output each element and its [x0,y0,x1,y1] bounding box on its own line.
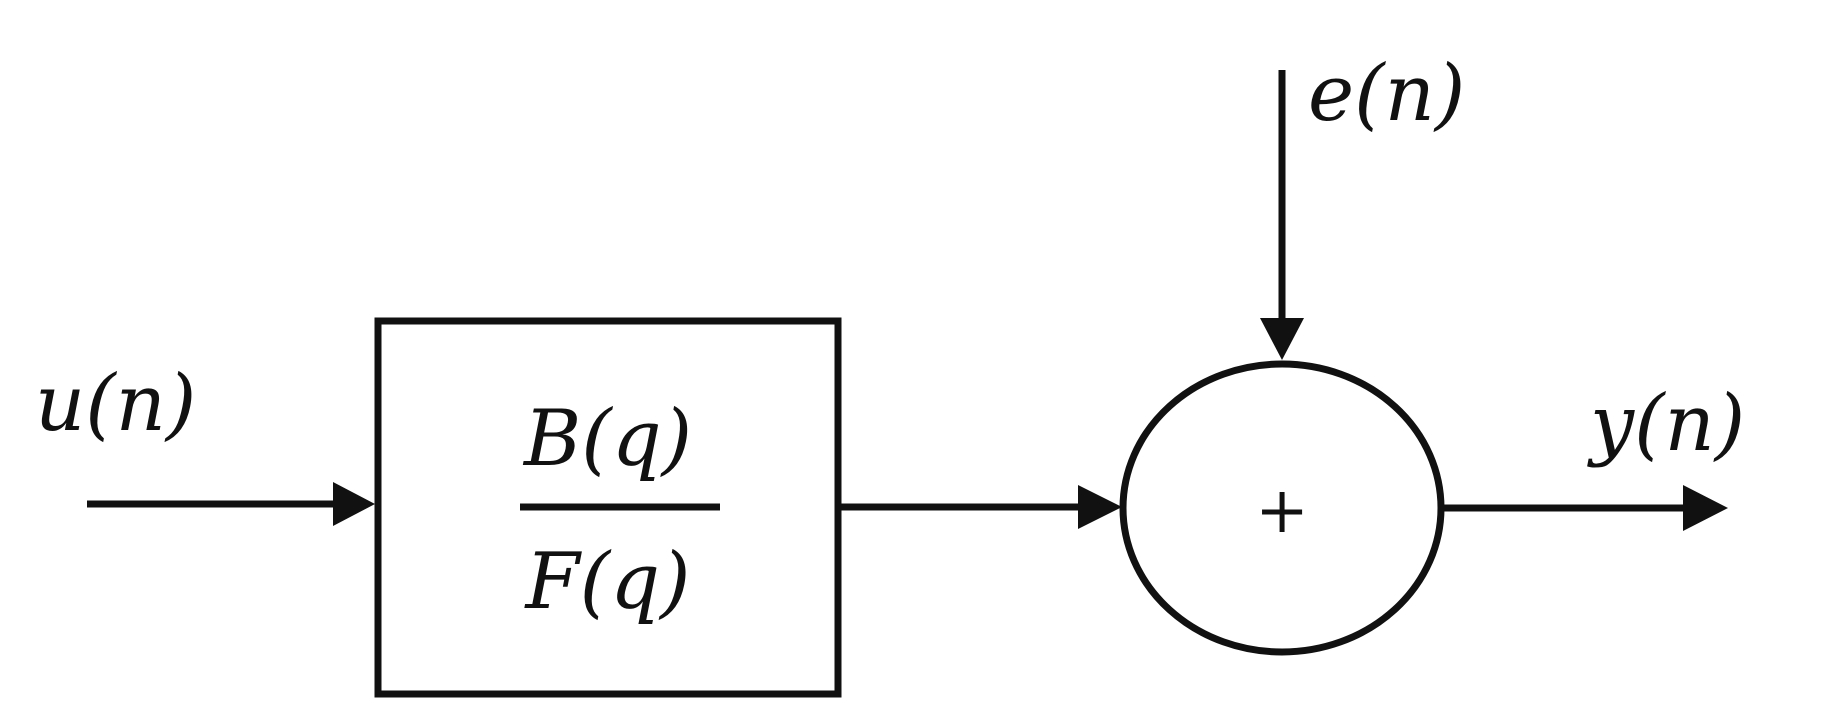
sum-operator: + [1255,474,1309,548]
output-label: y(n) [1587,379,1745,469]
input-arrowhead [333,482,375,526]
block-output-arrowhead [1078,485,1122,529]
numerator-label: B(q) [522,394,692,484]
noise-label: e(n) [1308,49,1465,139]
output-arrowhead [1683,485,1728,531]
noise-arrowhead [1260,318,1304,360]
denominator-label: F(q) [524,537,691,627]
input-label: u(n) [35,359,196,449]
